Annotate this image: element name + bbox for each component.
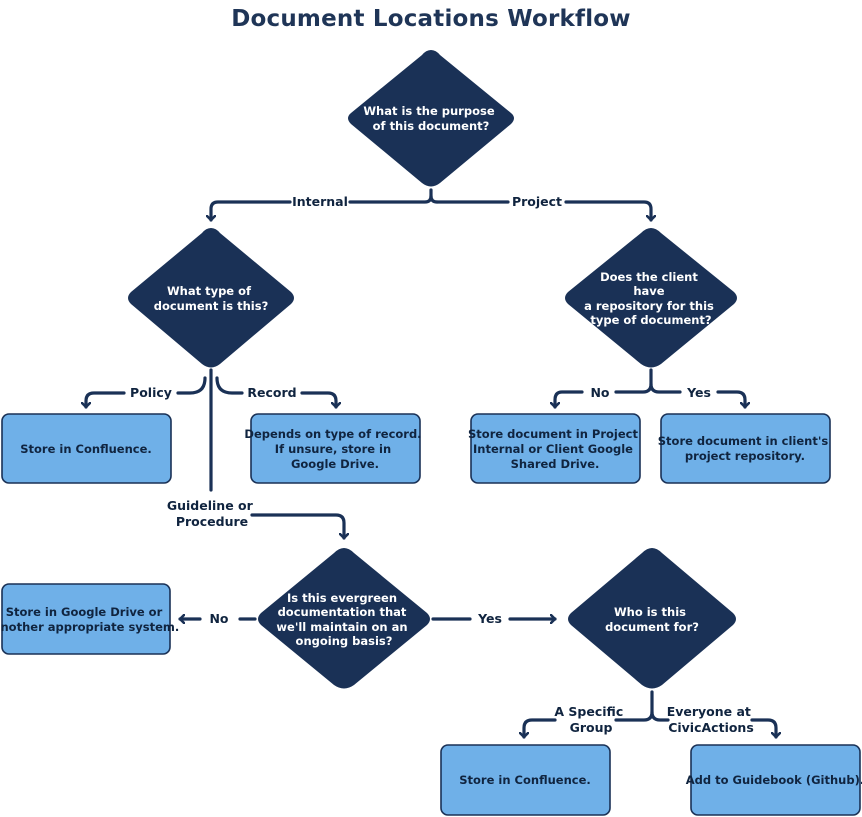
- decision-client-repo-line-3: a repository for this: [584, 299, 714, 313]
- edge-label-policy: Policy: [130, 385, 172, 400]
- decision-evergreen-shape: [258, 548, 430, 689]
- decision-evergreen-line-2: documentation that: [278, 605, 407, 619]
- outcome-client-repo-line-1: Store document in client's: [658, 434, 829, 448]
- connector-purpose-join: [429, 194, 439, 204]
- decision-doc-type-line-2: document is this?: [154, 299, 269, 313]
- decision-purpose-line-1: What is the purpose: [363, 104, 494, 118]
- decision-audience-text: Who is this document for?: [605, 605, 699, 634]
- decision-purpose-text: What is the purpose of this document?: [363, 104, 498, 133]
- decision-doc-type-text: What type of document is this?: [154, 284, 269, 313]
- edge-label-yes-repo: Yes: [686, 385, 711, 400]
- page-title: Document Locations Workflow: [231, 6, 631, 32]
- connector-specific-arrow: [524, 718, 557, 739]
- outcome-client-repo: Store document in client's project repos…: [658, 413, 832, 484]
- decision-doc-type-shape: [128, 228, 294, 368]
- connector-guideline-arrow: [250, 513, 344, 540]
- decision-audience: Who is this document for?: [568, 548, 736, 689]
- outcome-project-internal-box: [470, 413, 641, 484]
- connector-audience-right: [650, 710, 670, 722]
- outcome-client-repo-box: [660, 413, 831, 484]
- decision-client-repo-text: Does the client have a repository for th…: [584, 270, 718, 327]
- outcome-policy-box: [1, 413, 172, 484]
- outcome-everyone-text: Add to Guidebook (Github).: [686, 773, 862, 787]
- outcome-not-evergreen-line-2: another appropriate system.: [0, 620, 179, 634]
- outcome-specific-group-line-1: Store in Confluence.: [459, 773, 591, 787]
- decision-audience-line-2: document for?: [605, 620, 699, 634]
- decision-client-repo-line-4: type of document?: [590, 313, 711, 327]
- outcome-client-repo-text: Store document in client's project repos…: [658, 434, 832, 463]
- decision-doc-type: What type of document is this?: [128, 228, 294, 368]
- outcome-not-evergreen: Store in Google Drive or another appropr…: [0, 583, 179, 655]
- decision-client-repo-line-2: have: [633, 284, 664, 298]
- outcome-project-internal-line-2: Internal or Client Google: [473, 442, 633, 456]
- outcome-record-line-3: Google Drive.: [291, 457, 379, 471]
- connector-clientrepo-right: [649, 382, 682, 394]
- outcome-not-evergreen-box: [1, 583, 171, 655]
- outcome-policy-line-1: Store in Confluence.: [20, 442, 152, 456]
- connector-policy-arrow: [86, 391, 126, 409]
- outcome-client-repo-line-2: project repository.: [685, 449, 805, 463]
- decision-purpose-line-2: of this document?: [373, 119, 490, 133]
- decision-evergreen-line-1: Is this evergreen: [287, 591, 397, 605]
- edge-label-record: Record: [247, 385, 296, 400]
- edge-label-yes-evergreen: Yes: [477, 611, 502, 626]
- edge-label-internal: Internal: [292, 194, 348, 209]
- edge-label-project: Project: [512, 194, 562, 209]
- edge-label-everyone: Everyone at CivicActions: [667, 704, 756, 735]
- edge-label-no-repo: No: [590, 385, 609, 400]
- connectors: [86, 188, 776, 739]
- decision-client-repo: Does the client have a repository for th…: [565, 228, 737, 368]
- connector-record-arrow: [300, 391, 336, 409]
- edge-label-guideline: Guideline or Procedure: [167, 498, 257, 529]
- outcome-record: Depends on type of record. If unsure, st…: [244, 413, 425, 484]
- outcome-record-text: Depends on type of record. If unsure, st…: [244, 427, 425, 471]
- edge-labels: Internal Project Policy Record Guideline…: [130, 194, 756, 735]
- edge-label-no-evergreen: No: [209, 611, 228, 626]
- outcome-project-internal-line-3: Shared Drive.: [511, 457, 600, 471]
- outcome-specific-group: Store in Confluence.: [440, 744, 611, 816]
- connector-purpose-stem: [348, 188, 433, 204]
- outcome-everyone-line-1: Add to Guidebook (Github).: [686, 773, 862, 787]
- decision-evergreen: Is this evergreen documentation that we'…: [258, 548, 430, 689]
- decision-evergreen-line-4: ongoing basis?: [296, 634, 393, 648]
- decision-audience-shape: [568, 548, 736, 689]
- outcome-project-internal: Store document in Project Internal or Cl…: [468, 413, 642, 484]
- connector-everyone-arrow: [750, 718, 776, 739]
- connector-no-repo-arrow: [555, 390, 584, 409]
- decision-client-repo-line-1: Does the client: [600, 270, 698, 284]
- outcome-project-internal-text: Store document in Project Internal or Cl…: [468, 427, 642, 471]
- connector-doctype-record: [215, 376, 244, 395]
- connector-purpose-internal: [211, 200, 292, 222]
- decision-purpose-shape: [348, 50, 514, 187]
- decision-audience-line-1: Who is this: [614, 605, 686, 619]
- decision-evergreen-line-3: we'll maintain on an: [276, 620, 407, 634]
- outcome-everyone-box: [690, 744, 861, 816]
- outcome-record-line-1: Depends on type of record.: [244, 427, 421, 441]
- connector-clientrepo-stem: [614, 368, 653, 394]
- edge-label-specific-group: A Specific Group: [554, 704, 627, 735]
- outcome-policy: Store in Confluence.: [1, 413, 172, 484]
- connector-purpose-project: [564, 200, 651, 222]
- outcome-record-line-2: If unsure, store in: [275, 442, 391, 456]
- decision-purpose: What is the purpose of this document?: [348, 50, 514, 187]
- connector-doctype-policy: [176, 376, 207, 395]
- outcome-everyone: Add to Guidebook (Github).: [686, 744, 862, 816]
- outcome-not-evergreen-text: Store in Google Drive or another appropr…: [0, 605, 179, 634]
- outcome-not-evergreen-line-1: Store in Google Drive or: [6, 605, 163, 619]
- decision-client-repo-shape: [565, 228, 737, 368]
- outcome-specific-group-text: Store in Confluence.: [459, 773, 591, 787]
- outcome-record-box: [250, 413, 421, 484]
- outcome-specific-group-box: [440, 744, 611, 816]
- outcome-policy-text: Store in Confluence.: [20, 442, 152, 456]
- outcome-project-internal-line-1: Store document in Project: [468, 427, 638, 441]
- decision-evergreen-text: Is this evergreen documentation that we'…: [276, 591, 411, 648]
- connector-yes-repo-arrow: [716, 390, 745, 409]
- decision-doc-type-line-1: What type of: [167, 284, 252, 298]
